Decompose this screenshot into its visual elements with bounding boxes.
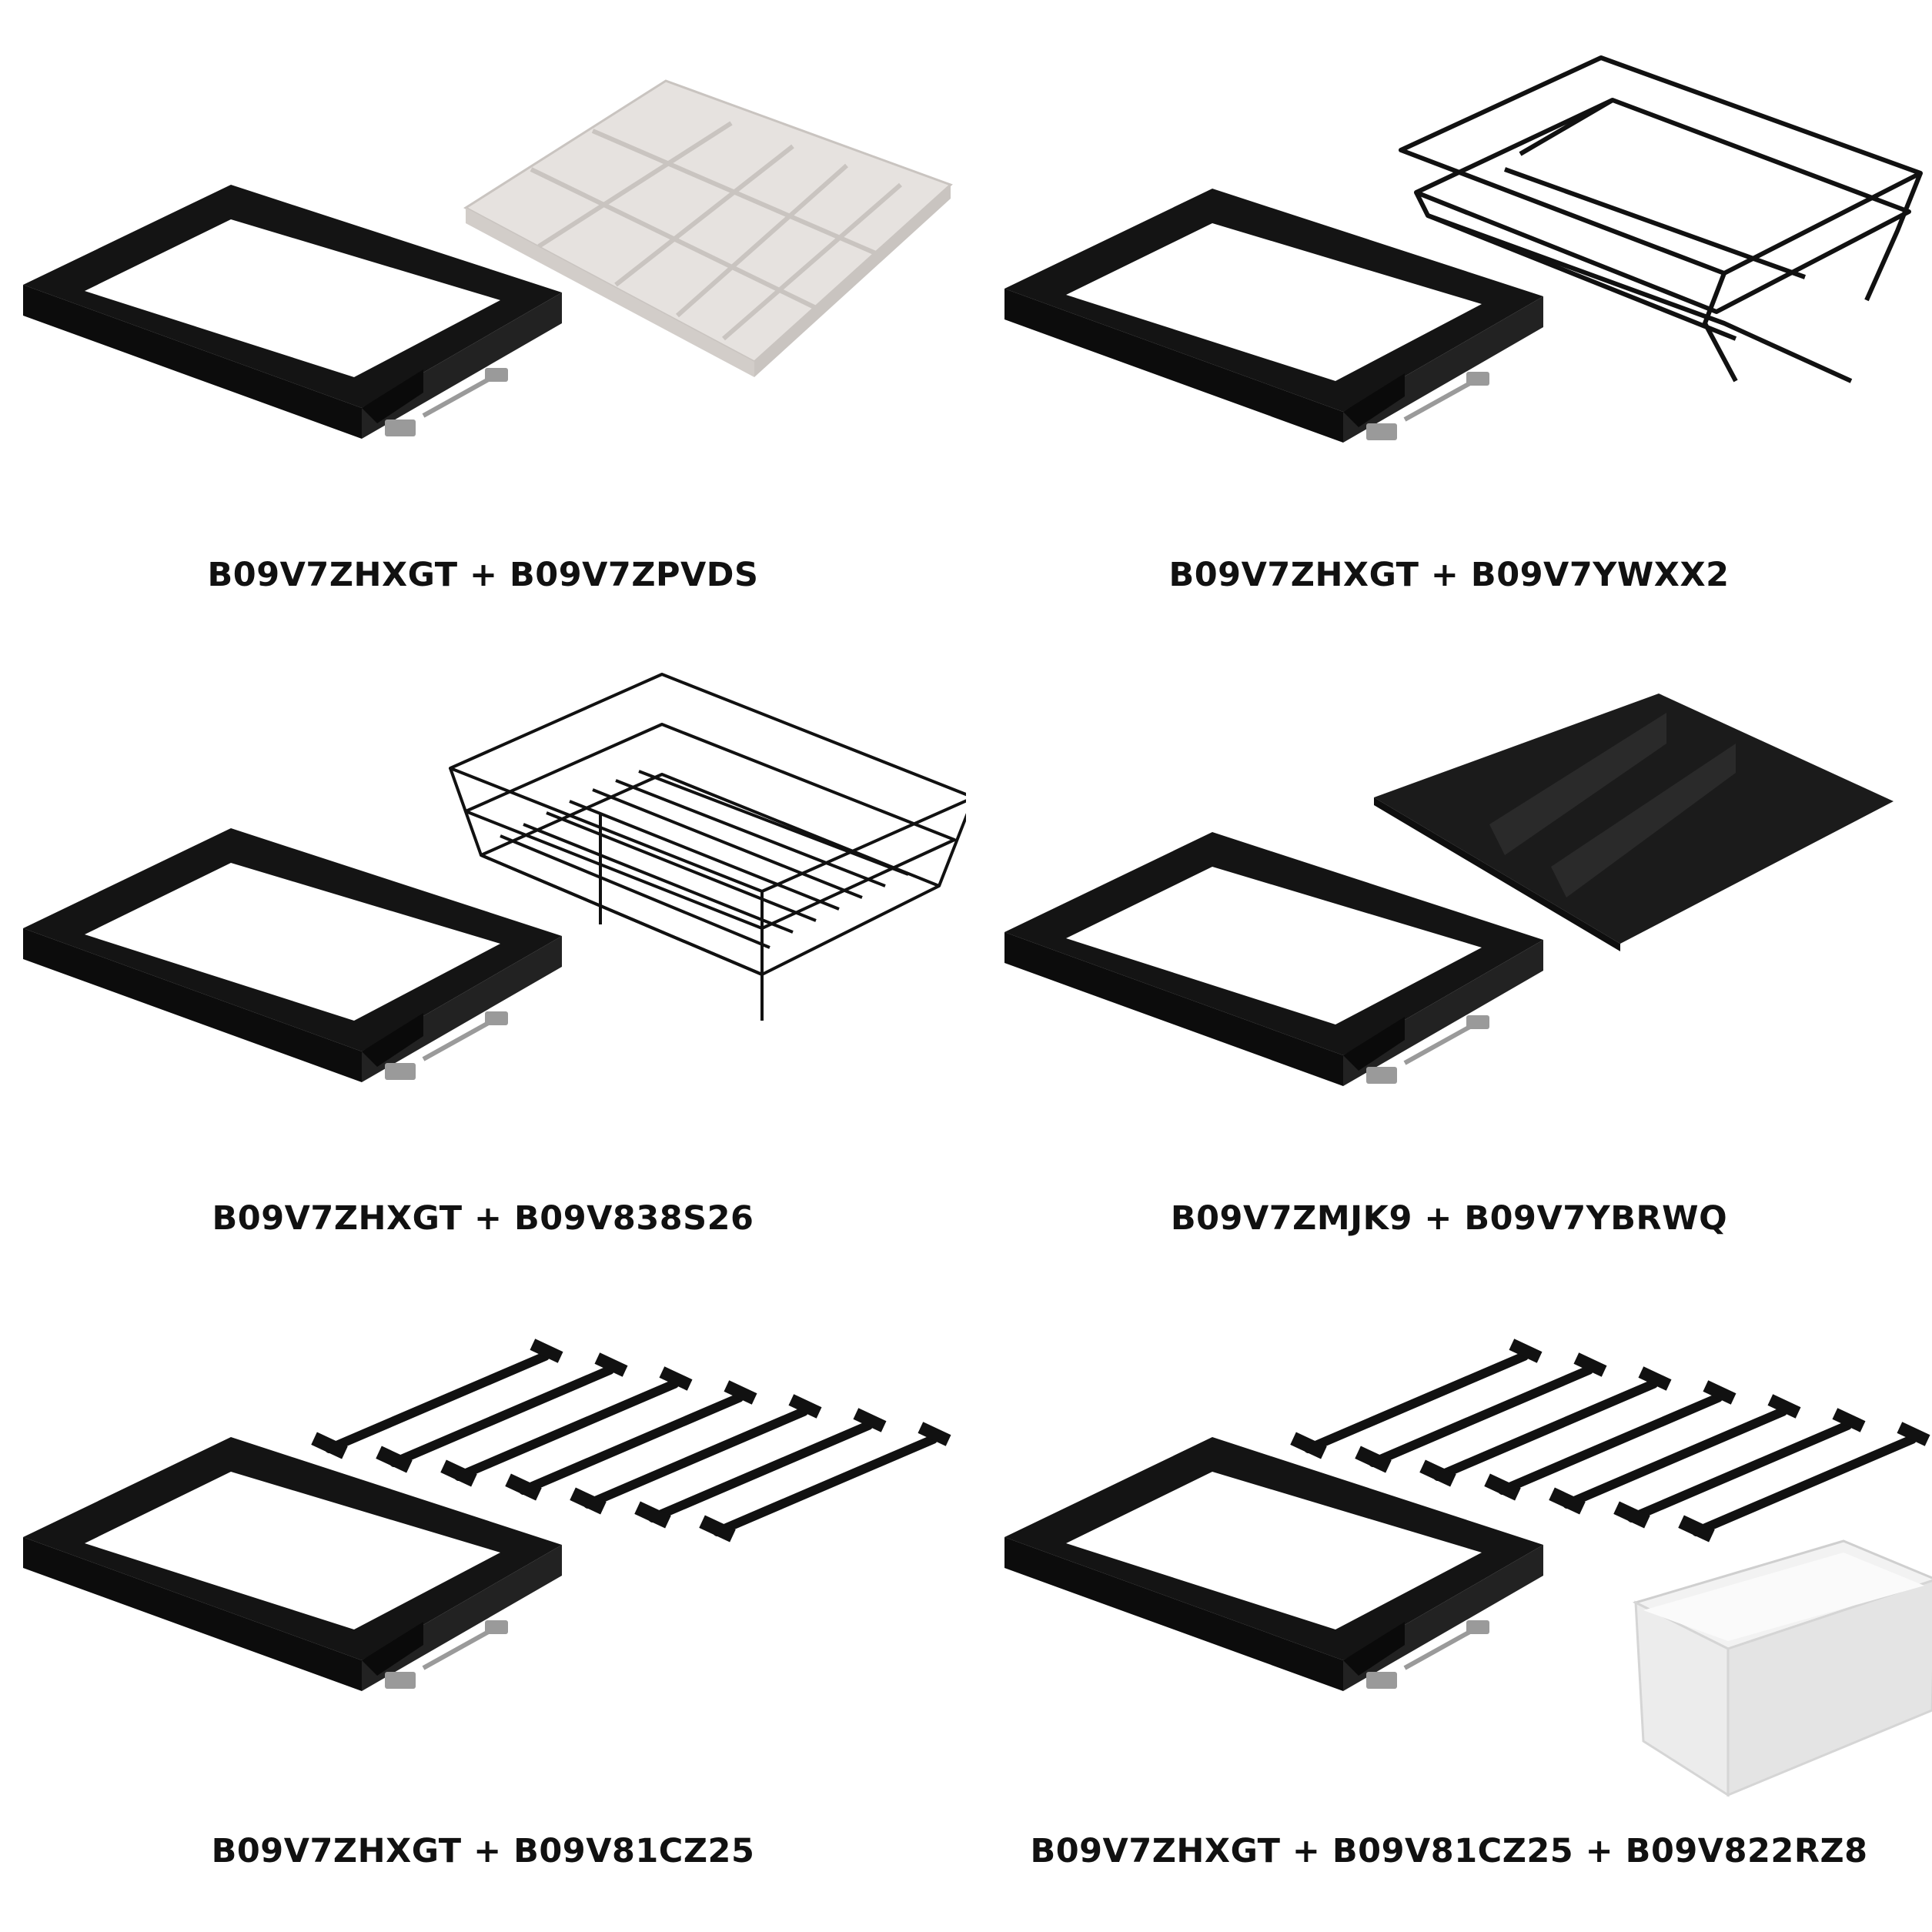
divider-tray-illustration: [1374, 694, 1894, 951]
storage-bin-illustration: [1632, 1539, 1932, 1797]
product-panel-5: B09V7ZHXGT + B09V81CZ25: [0, 1287, 966, 1930]
panel-caption: B09V7ZMJK9 + B09V7YBRWQ: [1170, 1199, 1728, 1238]
product-panel-6: B09V7ZHXGT + B09V81CZ25 + B09V822RZ8: [966, 1287, 1932, 1930]
runner-slide: [422, 375, 494, 418]
trouser-bar: [1290, 1339, 1543, 1459]
drawer-frame-illustration: [23, 828, 562, 1082]
panel-caption: B09V7ZHXGT + B09V838S26: [212, 1199, 754, 1238]
product-panel-3: B09V7ZHXGT + B09V838S26: [0, 643, 966, 1287]
panel-caption: B09V7ZHXGT + B09V7YWXX2: [1168, 556, 1730, 594]
drawer-frame-illustration: [23, 185, 562, 439]
trouser-bar: [570, 1394, 822, 1515]
runner-slide: [1403, 379, 1476, 422]
panel-caption: B09V7ZHXGT + B09V81CZ25 + B09V822RZ8: [1030, 1832, 1868, 1870]
cutlery-insert-illustration: [463, 79, 953, 377]
trouser-bar: [1678, 1422, 1930, 1543]
drawer-frame-illustration: [1004, 189, 1543, 443]
trouser-bar: [699, 1422, 951, 1543]
shoe-rack-illustration: [1399, 55, 1923, 383]
panel-caption: B09V7ZHXGT + B09V81CZ25: [211, 1832, 755, 1870]
runner-slide: [1403, 1627, 1476, 1670]
trouser-bar: [376, 1352, 628, 1473]
drawer-frame-illustration: [1004, 832, 1543, 1086]
trouser-bar: [505, 1380, 757, 1501]
trouser-bar: [1419, 1366, 1672, 1487]
wire-basket-illustration: [449, 673, 966, 1021]
runner-slide: [422, 1018, 494, 1061]
panel-caption: B09V7ZHXGT + B09V7ZPVDS: [207, 556, 759, 594]
trouser-bars-illustration: [1290, 1339, 1930, 1543]
trouser-bar: [311, 1339, 563, 1459]
trouser-bar: [1484, 1380, 1736, 1501]
runner-slide: [1403, 1022, 1476, 1065]
drawer-frame-illustration: [23, 1437, 562, 1691]
trouser-bar: [1355, 1352, 1607, 1473]
drawer-frame-illustration: [1004, 1437, 1543, 1691]
trouser-bar: [634, 1408, 887, 1529]
product-panel-1: B09V7ZHXGT + B09V7ZPVDS: [0, 0, 966, 643]
product-panel-2: B09V7ZHXGT + B09V7YWXX2: [966, 0, 1932, 643]
trouser-bar: [440, 1366, 693, 1487]
trouser-bar: [1549, 1394, 1801, 1515]
trouser-bar: [1613, 1408, 1866, 1529]
trouser-bars-illustration: [311, 1339, 951, 1543]
runner-slide: [422, 1627, 494, 1670]
product-panel-4: B09V7ZMJK9 + B09V7YBRWQ: [966, 643, 1932, 1287]
